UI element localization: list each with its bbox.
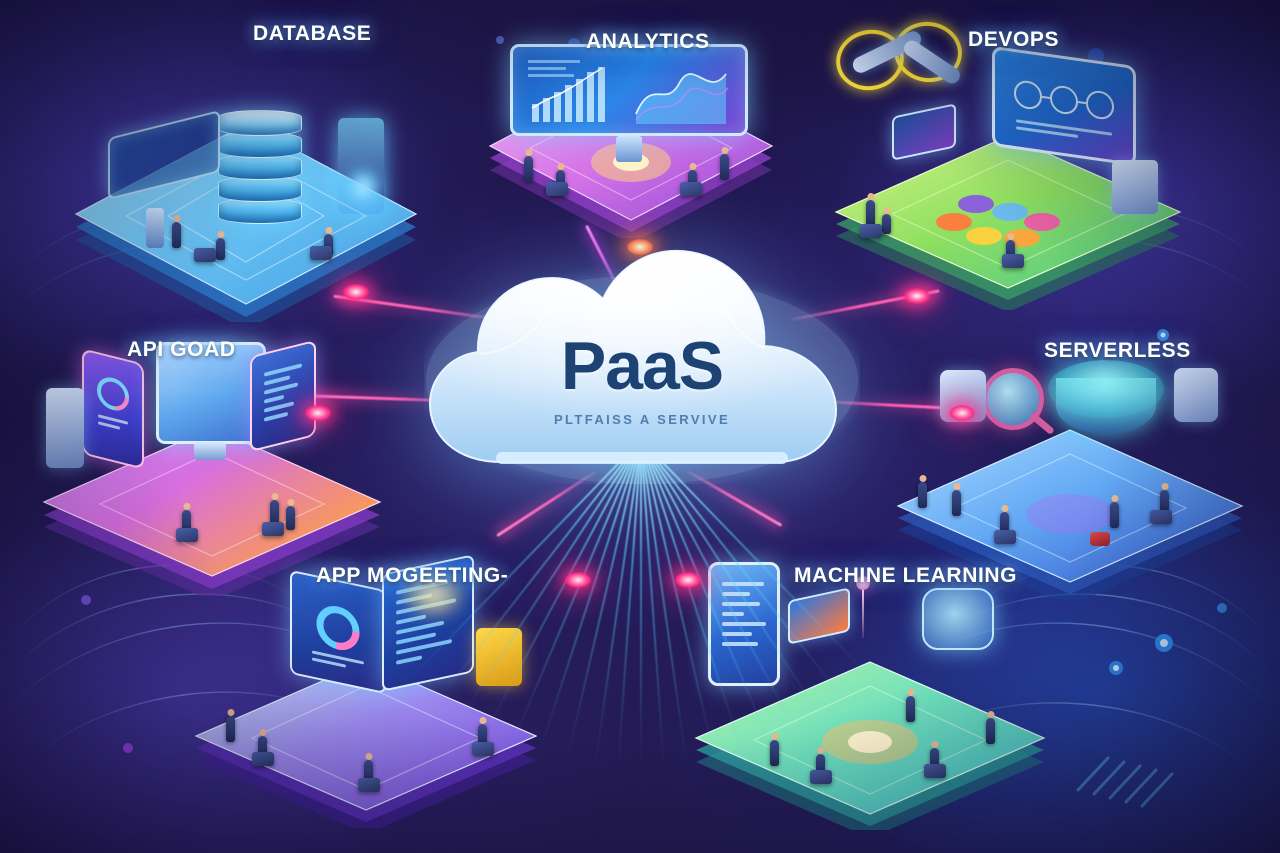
node-app-monitoring [565,572,591,588]
workstation [546,182,568,196]
workstation [860,224,882,238]
worker [986,718,995,744]
database-pillar-flare [344,168,382,206]
worker [918,482,927,508]
platform-label-machine-learning: MACHINE LEARNING [794,564,1018,587]
workstation [1150,510,1172,524]
server-rack [146,208,164,248]
worker [524,156,533,182]
workstation [1002,254,1024,268]
workstation [194,248,216,262]
platform-label-app-monitoring: APP MOGEETING- [316,564,509,587]
devops-server-rack [1112,160,1158,214]
worker [1110,502,1119,528]
light-ray [594,439,642,767]
app-monitoring-chart-donut [312,606,364,668]
platform-devops[interactable] [792,17,1224,344]
platform-label-analytics: ANALYTICS [586,30,710,53]
workstation [176,528,198,542]
worker [1160,490,1169,512]
worker [172,222,181,248]
platform-database[interactable] [32,82,460,356]
node-devops [904,288,930,304]
node-serverless [949,405,975,421]
workstation [358,778,380,792]
worker [866,200,875,226]
workstation [310,246,332,260]
platform-label-api-gateway: API GOAD [127,338,236,361]
cloud-shape [426,249,858,484]
platform-label-devops: DEVOPS [968,28,1060,51]
worker [882,214,891,234]
paas-cloud[interactable]: PaaS PLTFAISS A SERVIVE [424,248,860,484]
worker [770,740,779,766]
workstation [924,764,946,778]
workstation [262,522,284,536]
platform-label-database: DATABASE [253,22,372,45]
analytics-monitor-stand [616,136,642,162]
platform-analytics[interactable] [448,16,814,272]
workstation [810,770,832,784]
light-ray [640,439,666,770]
worker [720,154,729,180]
api-gateway-monitor-stand [194,442,226,460]
machine-learning-neural-stem [862,590,864,638]
api-gateway-phone-screen [97,377,129,430]
machine-learning-brain-holo [922,588,994,650]
worker [906,696,915,722]
machine-learning-tablet-content [722,582,766,646]
platform-label-serverless: SERVERLESS [1044,339,1191,362]
platform-machine-learning[interactable] [652,562,1088,853]
workstation [994,530,1016,544]
worker [226,716,235,742]
worker [286,506,295,530]
workstation [680,182,702,196]
platform-app-monitoring[interactable] [152,554,580,853]
api-gateway-tablet-screen [264,363,302,422]
light-ray [616,439,642,770]
workstation [252,752,274,766]
serverless-robot-arm [1174,368,1218,422]
light-ray [538,439,642,755]
node-database [343,284,369,300]
workstation [472,742,494,756]
node-machine-learning [675,572,701,588]
analytics-charts [528,60,729,124]
light-ray [640,440,642,770]
worker [952,490,961,516]
light-ray [640,439,688,767]
node-api-gateway [305,405,331,421]
equipment-case [1090,532,1110,546]
serverless-pod-body [1056,378,1156,434]
worker [216,238,225,260]
api-gateway-server-tower [46,388,84,468]
app-monitoring-kiosk [476,628,522,686]
machine-learning-small-screen [788,587,850,645]
